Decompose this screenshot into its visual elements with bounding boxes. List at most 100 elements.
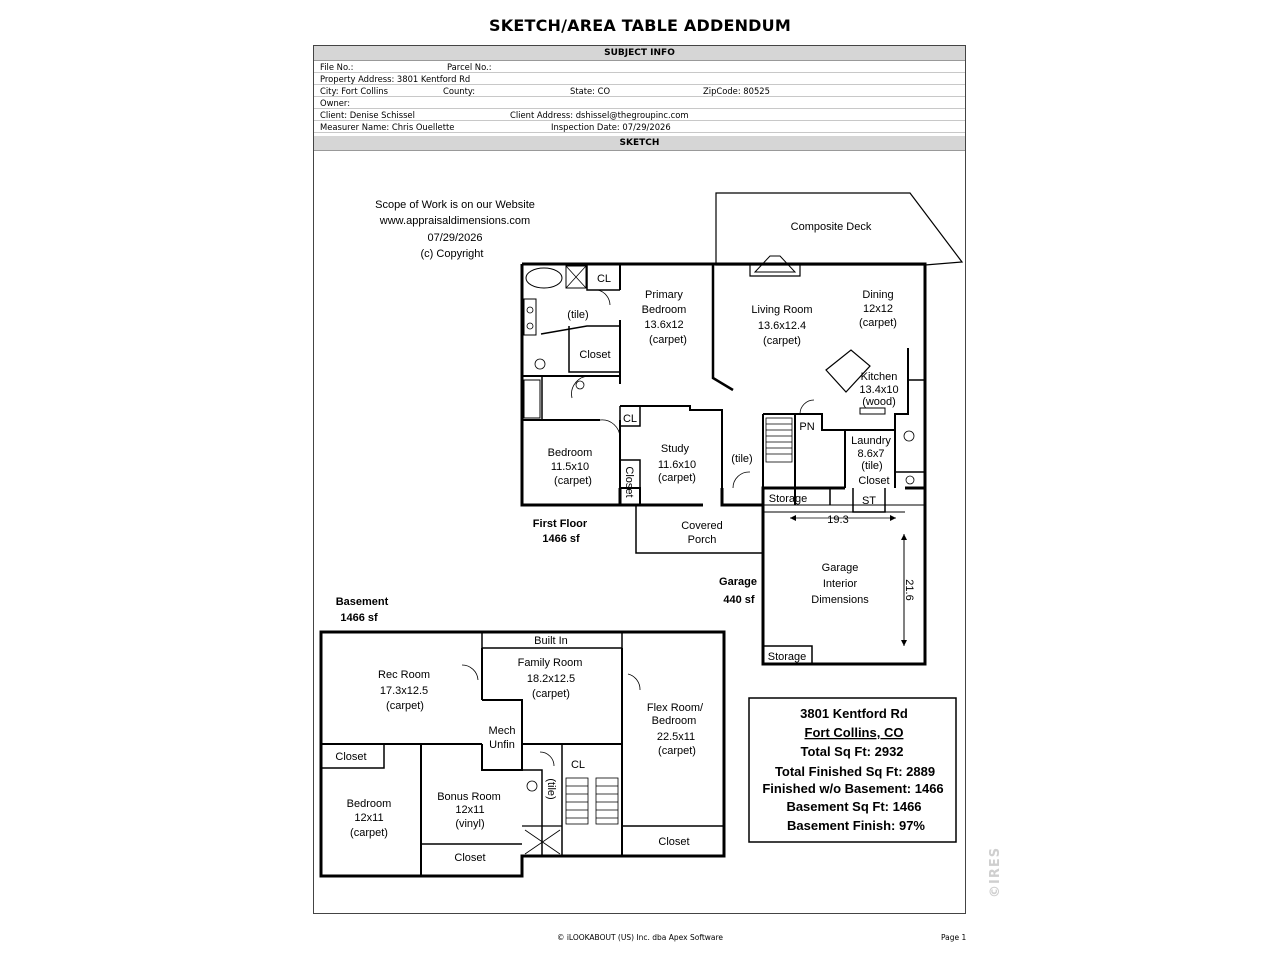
scope-line-4: (c) Copyright — [421, 248, 484, 260]
closet-vertical-label: Closet — [623, 466, 635, 497]
bsmt-bedroom-l1: Bedroom — [347, 798, 392, 810]
garage-interior-l1: Garage — [822, 562, 859, 574]
owner: Owner: — [320, 98, 351, 108]
primary-bedroom-l3: 13.6x12 — [644, 319, 683, 331]
storage-top-label: Storage — [769, 493, 808, 505]
scope-line-3: 07/29/2026 — [427, 232, 482, 244]
rec-room-l1: Rec Room — [378, 669, 430, 681]
sketch-header: SKETCH — [314, 136, 965, 151]
storage-bottom-label: Storage — [768, 651, 807, 663]
porch-l1: Covered — [681, 520, 723, 532]
laundry-l3: (tile) — [861, 460, 882, 472]
garage-width-dim: 19.3 — [827, 514, 848, 526]
deck-outline — [715, 192, 964, 266]
first-floor-sf: 1466 sf — [542, 533, 580, 545]
pn-label: PN — [799, 421, 814, 433]
watermark: ©IRES — [988, 846, 1003, 898]
row-client: Client: Denise Schissel Client Address: … — [314, 109, 965, 121]
living-room-l2: 13.6x12.4 — [758, 320, 806, 332]
summary-basement-sqft: Basement Sq Ft: 1466 — [786, 799, 921, 814]
kitchen-l2: 13.4x10 — [859, 384, 898, 396]
garage-outline — [761, 488, 927, 666]
flex-room-l3: 22.5x11 — [657, 731, 695, 743]
family-room-l3: (carpet) — [532, 688, 570, 700]
study-l3: (carpet) — [658, 472, 696, 484]
city: City: Fort Collins — [320, 86, 388, 96]
state: State: CO — [570, 86, 611, 96]
st-label: ST — [862, 495, 876, 507]
primary-bedroom-l4: (carpet) — [649, 334, 687, 346]
basement-label: Basement — [336, 596, 389, 608]
scope-line-1: Scope of Work is on our Website — [375, 199, 535, 211]
summary-basement-finish: Basement Finish: 97% — [787, 818, 925, 833]
rec-room-l2: 17.3x12.5 — [380, 685, 428, 697]
closet-bonus-label: Closet — [454, 852, 485, 864]
cl-study-label: CL — [623, 413, 637, 425]
mech-l2: Unfin — [489, 739, 515, 751]
measurer: Measurer Name: Chris Ouellette — [320, 122, 455, 132]
tile-bath-label: (tile) — [567, 309, 588, 321]
primary-bedroom-l2: Bedroom — [642, 304, 687, 316]
laundry-l2: 8.6x7 — [858, 448, 885, 460]
kitchen-l3: (wood) — [862, 396, 896, 408]
addendum-frame: SUBJECT INFO File No.: Parcel No.: Prope… — [313, 45, 966, 914]
bonus-room-l3: (vinyl) — [455, 818, 484, 830]
bsmt-bedroom-l2: 12x11 — [354, 812, 383, 824]
parcel-no: Parcel No.: — [447, 62, 492, 72]
row-city: City: Fort Collins County: State: CO Zip… — [314, 85, 965, 97]
porch-l2: Porch — [688, 534, 717, 546]
mech-l1: Mech — [489, 725, 516, 737]
inspection-date: Inspection Date: 07/29/2026 — [551, 122, 671, 132]
flex-room-l1: Flex Room/ — [647, 702, 704, 714]
row-owner: Owner: — [314, 97, 965, 109]
garage-interior-l2: Interior — [823, 578, 858, 590]
bsmt-bedroom-l3: (carpet) — [350, 827, 388, 839]
primary-bedroom-l1: Primary — [645, 289, 683, 301]
scope-line-2: www.appraisaldimensions.com — [379, 215, 530, 227]
summary-box — [748, 697, 957, 843]
page-number: Page 1 — [941, 933, 967, 942]
porch-outline — [635, 505, 763, 554]
row-address: Property Address: 3801 Kentford Rd — [314, 73, 965, 85]
client-address: Client Address: dshissel@thegroupinc.com — [510, 110, 689, 120]
client: Client: Denise Schissel — [320, 110, 415, 120]
closet-bath-label: Closet — [579, 349, 610, 361]
family-room-l2: 18.2x12.5 — [527, 673, 575, 685]
study-l1: Study — [661, 443, 690, 455]
dining-l1: Dining — [862, 289, 893, 301]
summary-address: 3801 Kentford Rd — [800, 706, 908, 721]
garage-interior-l3: Dimensions — [811, 594, 869, 606]
zipcode: ZipCode: 80525 — [703, 86, 770, 96]
cl-bath-label: CL — [597, 273, 611, 285]
study-l2: 11.6x10 — [658, 459, 696, 471]
bonus-room-l2: 12x11 — [455, 804, 484, 816]
tile-foyer-label: (tile) — [731, 453, 752, 465]
basement-outline — [319, 630, 726, 878]
deck-label: Composite Deck — [791, 221, 872, 233]
dining-l3: (carpet) — [859, 317, 897, 329]
living-room-l1: Living Room — [751, 304, 812, 316]
bonus-room-l1: Bonus Room — [437, 791, 501, 803]
footer-copyright: © iLOOKABOUT (US) Inc. dba Apex Software — [556, 933, 724, 942]
bedroom-l2: 11.5x10 — [551, 461, 589, 473]
tile-basement-label: (tile) — [545, 778, 557, 799]
family-room-l1: Family Room — [518, 657, 583, 669]
closet-left-label: Closet — [335, 751, 366, 763]
county: County: — [443, 86, 476, 96]
subject-info-header: SUBJECT INFO — [314, 46, 965, 61]
file-no: File No.: — [320, 62, 354, 72]
first-floor-label: First Floor — [533, 518, 588, 530]
living-room-l3: (carpet) — [763, 335, 801, 347]
row-file: File No.: Parcel No.: — [314, 61, 965, 73]
basement-sf: 1466 sf — [340, 612, 378, 624]
property-address: Property Address: 3801 Kentford Rd — [320, 74, 471, 84]
dining-l2: 12x12 — [863, 303, 893, 315]
garage-label: Garage — [719, 576, 757, 588]
closet-laundry-label: Closet — [858, 475, 889, 487]
summary-total-finished: Total Finished Sq Ft: 2889 — [775, 764, 935, 779]
laundry-l1: Laundry — [851, 435, 891, 447]
flex-room-l2: Bedroom — [652, 715, 697, 727]
closet-flex-label: Closet — [658, 836, 689, 848]
garage-sf: 440 sf — [723, 594, 755, 606]
